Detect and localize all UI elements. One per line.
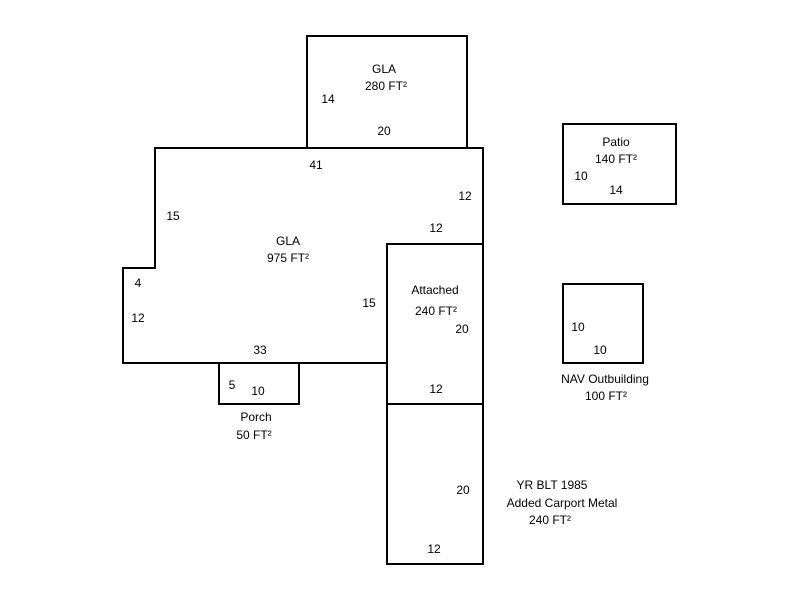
gla-top-area-value: 280 FT² bbox=[365, 79, 407, 93]
nav-dim: 10 bbox=[593, 343, 607, 357]
gla-main-dim: 15 bbox=[362, 296, 376, 310]
attached-dim: 12 bbox=[429, 382, 443, 396]
gla-main-dim: 12 bbox=[131, 311, 145, 325]
gla-main-dim: 33 bbox=[253, 343, 267, 357]
attached-label: Attached bbox=[411, 283, 458, 297]
carport-dim: 12 bbox=[427, 542, 441, 556]
carport-dim: 20 bbox=[456, 483, 470, 497]
patio-area: Patio 140 FT² 10 14 bbox=[562, 123, 677, 205]
porch-label: Porch bbox=[240, 410, 271, 424]
porch-dim: 10 bbox=[251, 384, 265, 398]
nav-outbuilding-area: 10 10 NAV Outbuilding 100 FT² bbox=[561, 283, 649, 403]
carport-label: Added Carport Metal bbox=[507, 496, 618, 510]
carport-area-value: 240 FT² bbox=[529, 513, 571, 527]
gla-main-label: GLA bbox=[276, 234, 300, 248]
patio-dim: 10 bbox=[574, 169, 588, 183]
gla-main-dim: 12 bbox=[429, 221, 443, 235]
porch-area-value: 50 FT² bbox=[236, 428, 271, 442]
gla-top-dim-side: 14 bbox=[321, 92, 335, 106]
porch-area: 5 10 Porch 50 FT² bbox=[218, 362, 300, 442]
nav-dim: 10 bbox=[571, 320, 585, 334]
carport-area: 20 12 YR BLT 1985 Added Carport Metal 24… bbox=[386, 403, 618, 565]
gla-main-area-value: 975 FT² bbox=[267, 251, 309, 265]
patio-area-value: 140 FT² bbox=[595, 152, 637, 166]
patio-outline bbox=[562, 123, 677, 205]
patio-dim: 14 bbox=[609, 183, 623, 197]
porch-outline bbox=[218, 362, 300, 405]
nav-label: NAV Outbuilding bbox=[561, 372, 649, 386]
gla-main-dim: 15 bbox=[166, 209, 180, 223]
attached-area-value: 240 FT² bbox=[415, 304, 457, 318]
attached-dim: 20 bbox=[455, 322, 469, 336]
carport-outline bbox=[386, 403, 484, 565]
gla-top-area: GLA 280 FT² 14 20 bbox=[306, 35, 468, 149]
porch-dim: 5 bbox=[229, 378, 236, 392]
gla-main-area: GLA 975 FT² 41 12 12 15 15 4 12 33 bbox=[122, 147, 484, 364]
gla-main-dim: 12 bbox=[458, 189, 472, 203]
nav-outline bbox=[562, 283, 644, 364]
attached-area: Attached 240 FT² 20 12 bbox=[386, 243, 484, 405]
patio-label: Patio bbox=[602, 135, 630, 149]
carport-year-built: YR BLT 1985 bbox=[517, 478, 588, 492]
gla-main-dim: 41 bbox=[309, 158, 323, 172]
gla-main-dim: 4 bbox=[135, 276, 142, 290]
gla-top-dim-bottom: 20 bbox=[377, 124, 391, 138]
gla-top-label: GLA bbox=[372, 62, 396, 76]
nav-area-value: 100 FT² bbox=[585, 389, 627, 403]
